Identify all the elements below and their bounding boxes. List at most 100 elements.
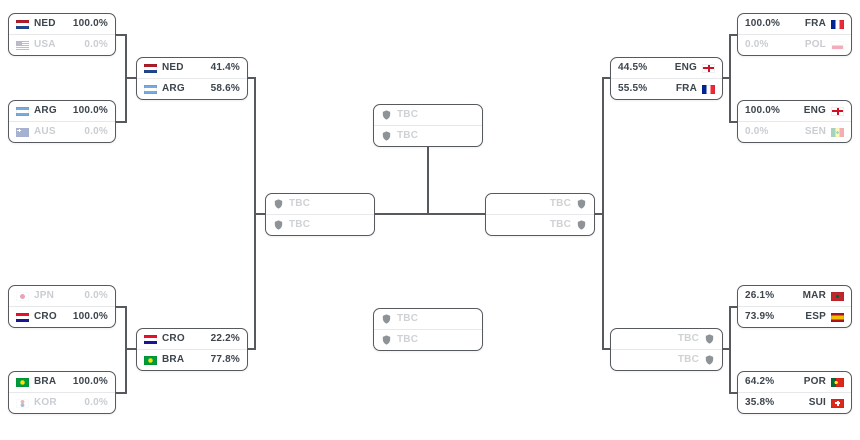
match-mar-esp[interactable]: 26.1% MAR 73.9% ESP <box>737 285 852 328</box>
win-probability: 22.2% <box>210 333 240 344</box>
bracket-connector <box>373 213 487 215</box>
team-row: TBC <box>374 105 482 125</box>
team-code: TBC <box>397 130 419 141</box>
match-semifinal-right[interactable]: TBC TBC <box>485 193 595 236</box>
tbc-shield-icon <box>381 130 392 142</box>
bra-flag-icon <box>144 355 157 365</box>
team-code: SUI <box>808 397 826 408</box>
win-probability: 0.0% <box>745 39 769 50</box>
bracket-connector <box>729 392 739 394</box>
team-row: CRO 100.0% <box>9 306 115 327</box>
win-probability: 100.0% <box>72 105 108 116</box>
bracket-connector <box>114 306 126 308</box>
arg-flag-icon <box>16 106 29 116</box>
team-row: 35.8% SUI <box>738 392 851 413</box>
match-bra-kor[interactable]: BRA 100.0% KOR 0.0% <box>8 371 116 414</box>
tbc-shield-icon <box>381 109 392 121</box>
win-probability: 26.1% <box>745 290 775 301</box>
win-probability: 100.0% <box>745 105 781 116</box>
team-code: AUS <box>34 126 56 137</box>
team-code: TBC <box>397 313 419 324</box>
team-row: 55.5% FRA <box>611 78 722 99</box>
match-por-sui[interactable]: 64.2% POR 35.8% SUI <box>737 371 852 414</box>
team-code: FRA <box>675 83 697 94</box>
match-semifinal-left[interactable]: TBC TBC <box>265 193 375 236</box>
win-probability: 100.0% <box>745 18 781 29</box>
win-probability: 73.9% <box>745 311 775 322</box>
bracket-connector <box>427 145 429 215</box>
team-row: 44.5% ENG <box>611 58 722 78</box>
aus-flag-icon <box>16 127 29 137</box>
team-code: TBC <box>549 198 571 209</box>
eng-flag-icon <box>702 63 715 73</box>
ned-flag-icon <box>144 63 157 73</box>
bracket-connector <box>721 348 731 350</box>
team-code: ARG <box>34 105 57 116</box>
match-quarterfinal-tbc[interactable]: TBC TBC <box>610 328 723 371</box>
usa-flag-icon <box>16 40 29 50</box>
team-row: BRA 77.8% <box>137 349 247 370</box>
bracket-connector <box>602 77 604 350</box>
team-row: 26.1% MAR <box>738 286 851 306</box>
bracket-connector <box>246 348 256 350</box>
bra-flag-icon <box>16 377 29 387</box>
bracket-connector <box>593 213 604 215</box>
bracket-connector <box>729 34 731 123</box>
tbc-shield-icon <box>273 198 284 210</box>
bracket-connector <box>114 34 126 36</box>
team-code: BRA <box>162 354 185 365</box>
ned-flag-icon <box>16 19 29 29</box>
cro-flag-icon <box>144 334 157 344</box>
team-row: TBC <box>374 329 482 350</box>
team-code: ESP <box>805 311 826 322</box>
team-code: USA <box>34 39 56 50</box>
bracket-connector <box>114 392 126 394</box>
team-row: 100.0% ENG <box>738 101 851 121</box>
tbc-shield-icon <box>381 334 392 346</box>
match-jpn-cro[interactable]: JPN 0.0% CRO 100.0% <box>8 285 116 328</box>
match-ned-usa[interactable]: NED 100.0% USA 0.0% <box>8 13 116 56</box>
match-fra-pol[interactable]: 100.0% FRA 0.0% POL <box>737 13 852 56</box>
match-final[interactable]: TBC TBC <box>373 104 483 147</box>
bracket-connector <box>114 121 126 123</box>
eng-flag-icon <box>831 106 844 116</box>
match-eng-fra[interactable]: 44.5% ENG 55.5% FRA <box>610 57 723 100</box>
bracket-connector <box>729 121 739 123</box>
team-code: NED <box>34 18 56 29</box>
team-code: MAR <box>802 290 826 301</box>
bracket-connector <box>602 77 612 79</box>
team-code: CRO <box>34 311 57 322</box>
match-ned-arg[interactable]: NED 41.4% ARG 58.6% <box>136 57 248 100</box>
team-row: BRA 100.0% <box>9 372 115 392</box>
win-probability: 100.0% <box>72 311 108 322</box>
team-code: SEN <box>804 126 826 137</box>
win-probability: 58.6% <box>210 83 240 94</box>
tbc-shield-icon <box>704 354 715 366</box>
team-row: NED 41.4% <box>137 58 247 78</box>
team-row: ARG 58.6% <box>137 78 247 99</box>
team-row: JPN 0.0% <box>9 286 115 306</box>
arg-flag-icon <box>144 84 157 94</box>
match-cro-bra[interactable]: CRO 22.2% BRA 77.8% <box>136 328 248 371</box>
team-code: TBC <box>289 198 311 209</box>
match-arg-aus[interactable]: ARG 100.0% AUS 0.0% <box>8 100 116 143</box>
sui-flag-icon <box>831 398 844 408</box>
bracket-connector <box>125 77 138 79</box>
win-probability: 77.8% <box>210 354 240 365</box>
fra-flag-icon <box>831 19 844 29</box>
tbc-shield-icon <box>273 219 284 231</box>
match-third-place[interactable]: TBC TBC <box>373 308 483 351</box>
pol-flag-icon <box>831 40 844 50</box>
win-probability: 55.5% <box>618 83 648 94</box>
team-code: POL <box>804 39 826 50</box>
win-probability: 35.8% <box>745 397 775 408</box>
team-row: TBC <box>486 214 594 235</box>
team-row: TBC <box>266 194 374 214</box>
match-eng-sen[interactable]: 100.0% ENG 0.0% SEN <box>737 100 852 143</box>
team-row: 73.9% ESP <box>738 306 851 327</box>
win-probability: 44.5% <box>618 62 648 73</box>
team-row: TBC <box>611 349 722 370</box>
win-probability: 64.2% <box>745 376 775 387</box>
win-probability: 100.0% <box>72 376 108 387</box>
